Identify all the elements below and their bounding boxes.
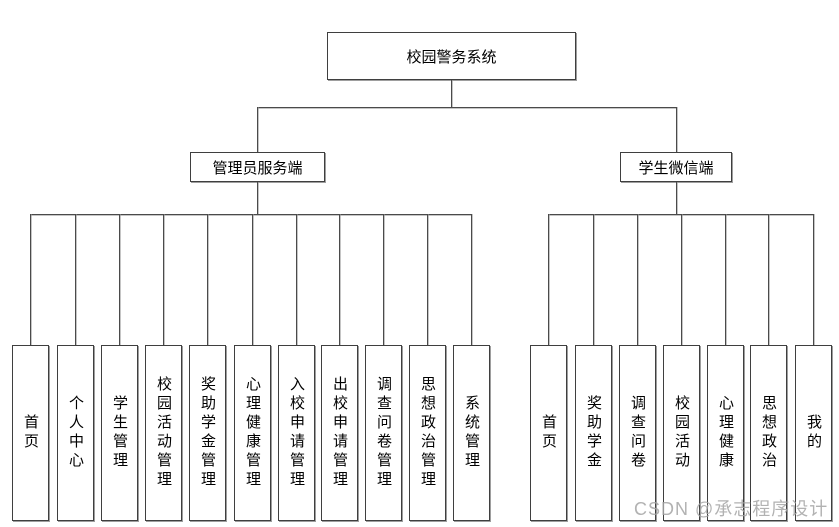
leaf-node-admin-system: 系统管理	[453, 345, 490, 521]
leaf-node-admin-students: 学生管理	[101, 345, 138, 521]
connector-leaf-drop	[471, 214, 472, 345]
connector-leaf-drop	[75, 214, 76, 345]
leaf-node-student-mine: 我的	[795, 345, 832, 521]
connector-leaf-drop	[593, 214, 594, 345]
connector-leaf-drop	[548, 214, 549, 345]
leaf-node-admin-activities: 校园活动管理	[145, 345, 182, 521]
connector-admin-down	[257, 182, 258, 214]
connector-leaf-drop	[252, 214, 253, 345]
leaf-label: 首页	[22, 414, 39, 452]
node-root: 校园警务系统	[327, 32, 576, 80]
connector-leaf-drop	[681, 214, 682, 345]
leaf-node-admin-survey: 调查问卷管理	[365, 345, 402, 521]
connector-admin-bus	[30, 214, 472, 215]
connector-leaf-drop	[725, 214, 726, 345]
connector-leaf-drop	[296, 214, 297, 345]
connector-leaf-drop	[427, 214, 428, 345]
leaf-node-student-survey: 调查问卷	[619, 345, 656, 521]
connector-root-drop	[451, 80, 452, 107]
leaf-label: 调查问卷	[629, 395, 646, 471]
leaf-label: 系统管理	[463, 395, 480, 471]
leaf-node-student-mental-health: 心理健康	[707, 345, 744, 521]
leaf-node-admin-exit-apply: 出校申请管理	[321, 345, 358, 521]
leaf-node-admin-entry-apply: 入校申请管理	[278, 345, 315, 521]
leaf-label: 校园活动	[673, 395, 690, 471]
leaf-label: 奖助学金管理	[199, 376, 216, 490]
connector-leaf-drop	[119, 214, 120, 345]
connector-leaf-drop	[637, 214, 638, 345]
leaf-node-student-home: 首页	[530, 345, 567, 521]
connector-leaf-drop	[813, 214, 814, 345]
leaf-node-student-activities: 校园活动	[663, 345, 700, 521]
leaf-label: 心理健康管理	[244, 376, 261, 490]
connector-leaf-drop	[339, 214, 340, 345]
leaf-label: 首页	[540, 414, 557, 452]
leaf-label: 我的	[805, 414, 822, 452]
leaf-node-admin-ideology: 思想政治管理	[409, 345, 446, 521]
leaf-label: 心理健康	[717, 395, 734, 471]
leaf-label: 学生管理	[111, 395, 128, 471]
leaf-label: 思想政治管理	[419, 376, 436, 490]
leaf-node-student-scholarship: 奖助学金	[575, 345, 612, 521]
watermark: CSDN @承志程序设计	[634, 499, 829, 519]
leaf-node-admin-scholarship: 奖助学金管理	[189, 345, 226, 521]
connector-leaf-drop	[163, 214, 164, 345]
connector-student-down	[676, 182, 677, 214]
leaf-label: 出校申请管理	[331, 376, 348, 490]
connector-leaf-drop	[768, 214, 769, 345]
leaf-label: 思想政治	[760, 395, 777, 471]
leaf-node-admin-home: 首页	[12, 345, 49, 521]
leaf-label: 校园活动管理	[155, 376, 172, 490]
leaf-node-student-ideology: 思想政治	[750, 345, 787, 521]
leaf-label: 个人中心	[67, 395, 84, 471]
connector-admin-drop	[257, 107, 258, 152]
connector-level1-bus	[257, 107, 677, 108]
node-admin-branch: 管理员服务端	[190, 152, 325, 182]
connector-leaf-drop	[383, 214, 384, 345]
leaf-node-admin-mental-health: 心理健康管理	[234, 345, 271, 521]
connector-leaf-drop	[30, 214, 31, 345]
leaf-node-admin-profile: 个人中心	[57, 345, 94, 521]
leaf-label: 奖助学金	[585, 395, 602, 471]
leaf-label: 入校申请管理	[288, 376, 305, 490]
connector-leaf-drop	[207, 214, 208, 345]
node-student-branch: 学生微信端	[620, 152, 732, 182]
leaf-label: 调查问卷管理	[375, 376, 392, 490]
connector-student-drop	[676, 107, 677, 152]
